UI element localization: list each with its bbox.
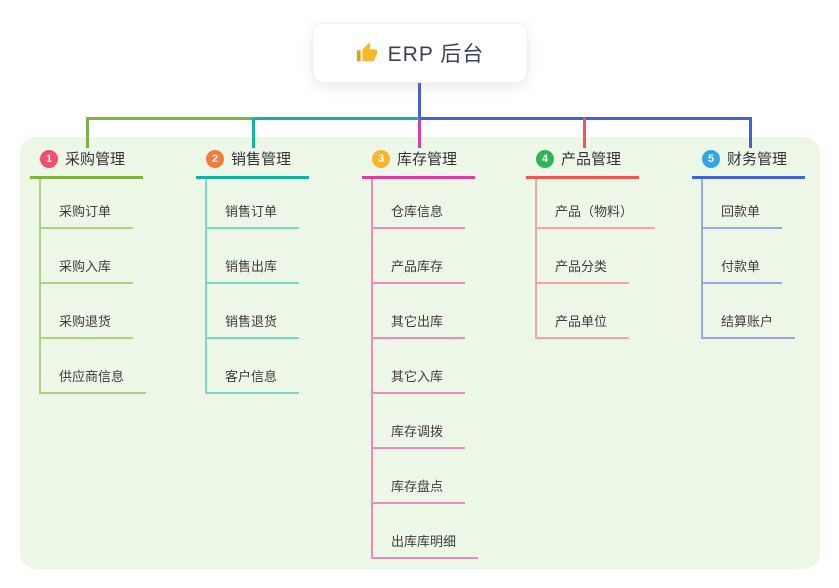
leaf-node-label[interactable]: 结算账户 xyxy=(703,311,796,339)
branch-node-label: 产品管理 xyxy=(561,151,622,168)
branch-node-finance[interactable]: 5 财务管理 xyxy=(692,148,806,179)
connector-root-drop xyxy=(418,82,421,118)
branch-items: 产品（物料） 产品分类 产品单位 xyxy=(535,179,656,339)
leaf-node-label[interactable]: 产品分类 xyxy=(537,256,630,284)
branch-node-label: 销售管理 xyxy=(231,151,292,168)
connector-drop-branch-2 xyxy=(252,117,255,148)
branch-number-badge: 1 xyxy=(40,149,58,168)
background-panel xyxy=(20,137,820,569)
branch-node-label: 财务管理 xyxy=(727,151,788,168)
leaf-node-label[interactable]: 产品（物料） xyxy=(537,201,656,229)
branch-number-badge: 3 xyxy=(372,149,390,168)
leaf-node: 供应商信息 xyxy=(41,339,147,394)
leaf-node: 采购退货 xyxy=(41,284,146,339)
branch-number-badge: 4 xyxy=(536,149,554,168)
leaf-node: 产品（物料） xyxy=(537,179,656,229)
leaf-node-label[interactable]: 其它出库 xyxy=(373,311,466,339)
leaf-node-label[interactable]: 采购退货 xyxy=(41,311,134,339)
branch-items: 回款单 付款单 结算账户 xyxy=(701,179,796,339)
branch-items: 采购订单 采购入库 采购退货 供应商信息 xyxy=(39,179,147,394)
connector-bus-segment-2 xyxy=(252,117,419,120)
leaf-node: 出库库明细 xyxy=(373,504,479,559)
leaf-node-label[interactable]: 客户信息 xyxy=(207,366,300,394)
branch-node-label: 库存管理 xyxy=(397,151,458,168)
leaf-node: 客户信息 xyxy=(207,339,300,394)
connector-drop-branch-4 xyxy=(583,117,586,148)
thumbs-up-icon xyxy=(356,42,377,62)
connector-drop-branch-5 xyxy=(749,117,752,148)
leaf-node-label[interactable]: 其它入库 xyxy=(373,366,466,394)
leaf-node-label[interactable]: 产品单位 xyxy=(537,311,630,339)
root-node[interactable]: ERP 后台 xyxy=(313,23,527,83)
leaf-node: 产品分类 xyxy=(537,229,655,284)
leaf-node-label[interactable]: 仓库信息 xyxy=(373,201,466,229)
branch-number-badge: 5 xyxy=(702,149,720,168)
leaf-node: 其它入库 xyxy=(373,339,478,394)
branch-node-inventory[interactable]: 3 库存管理 xyxy=(362,148,476,179)
leaf-node: 库存盘点 xyxy=(373,449,478,504)
branch-items: 仓库信息 产品库存 其它出库 其它入库 库存调拨 库存盘点 出库库明细 xyxy=(371,179,479,559)
branch-node-label: 采购管理 xyxy=(65,151,126,168)
leaf-node: 产品库存 xyxy=(373,229,478,284)
leaf-node: 销售订单 xyxy=(207,179,300,229)
leaf-node-label[interactable]: 供应商信息 xyxy=(41,366,147,394)
leaf-node-label[interactable]: 库存盘点 xyxy=(373,476,466,504)
leaf-node: 采购订单 xyxy=(41,179,146,229)
leaf-node-label[interactable]: 采购入库 xyxy=(41,256,134,284)
leaf-node: 产品单位 xyxy=(537,284,655,339)
connector-drop-branch-3 xyxy=(418,120,421,148)
leaf-node: 其它出库 xyxy=(373,284,478,339)
leaf-node-label[interactable]: 销售退货 xyxy=(207,311,300,339)
leaf-node-label[interactable]: 采购订单 xyxy=(41,201,134,229)
branch-number-badge: 2 xyxy=(206,149,224,168)
leaf-node: 仓库信息 xyxy=(373,179,478,229)
connector-drop-branch-1 xyxy=(86,117,89,148)
leaf-node-label[interactable]: 产品库存 xyxy=(373,256,466,284)
leaf-node-label[interactable]: 销售订单 xyxy=(207,201,300,229)
branch-items: 销售订单 销售出库 销售退货 客户信息 xyxy=(205,179,300,394)
leaf-node: 回款单 xyxy=(703,179,795,229)
branch-node-product[interactable]: 4 产品管理 xyxy=(526,148,640,179)
branch-node-sales[interactable]: 2 销售管理 xyxy=(196,148,310,179)
leaf-node: 销售出库 xyxy=(207,229,300,284)
leaf-node-label[interactable]: 库存调拨 xyxy=(373,421,466,449)
root-node-label: ERP 后台 xyxy=(387,43,485,66)
leaf-node: 库存调拨 xyxy=(373,394,478,449)
leaf-node-label[interactable]: 回款单 xyxy=(703,201,783,229)
branch-node-purchase[interactable]: 1 采购管理 xyxy=(30,148,144,179)
leaf-node: 付款单 xyxy=(703,229,795,284)
leaf-node-label[interactable]: 付款单 xyxy=(703,256,783,284)
leaf-node-label[interactable]: 出库库明细 xyxy=(373,531,479,559)
leaf-node: 结算账户 xyxy=(703,284,796,339)
leaf-node: 销售退货 xyxy=(207,284,300,339)
leaf-node: 采购入库 xyxy=(41,229,146,284)
connector-bus-segment-1 xyxy=(86,117,253,120)
leaf-node-label[interactable]: 销售出库 xyxy=(207,256,300,284)
